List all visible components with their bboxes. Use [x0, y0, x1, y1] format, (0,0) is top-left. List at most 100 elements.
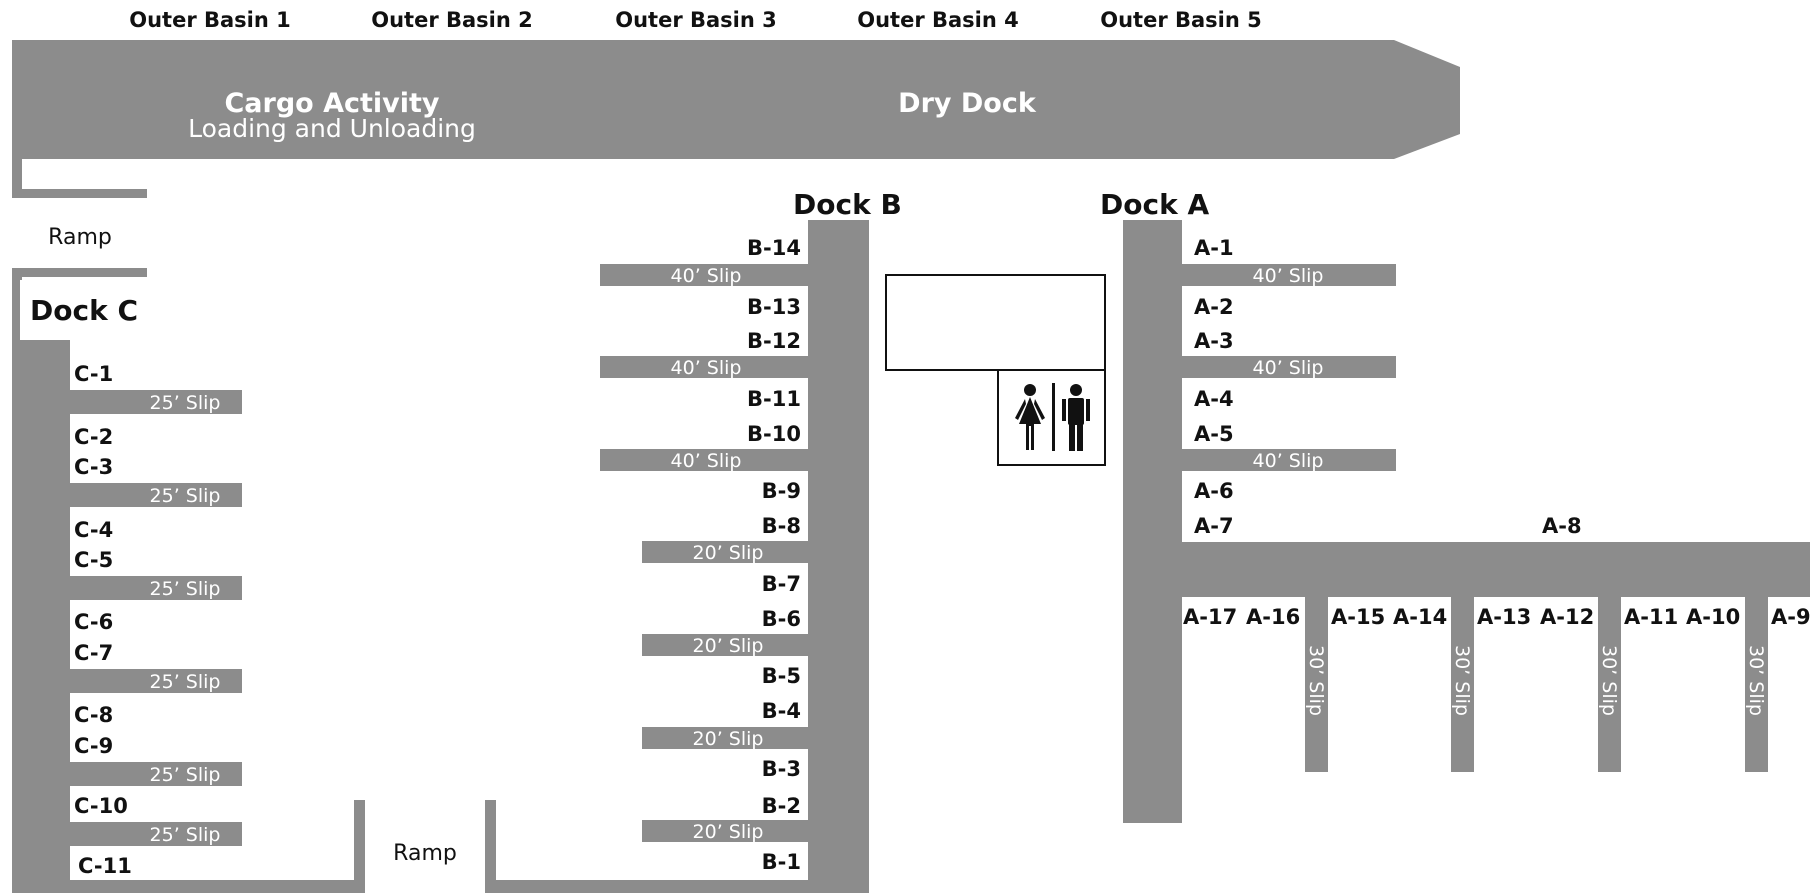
slip-number: B-14	[747, 236, 801, 260]
slip-number: C-5	[74, 548, 113, 572]
dry-dock-label: Dry Dock	[898, 88, 1037, 119]
slip-number: C-11	[78, 854, 132, 878]
main-pier	[12, 40, 1460, 159]
slip-number: C-7	[74, 641, 113, 665]
slip-number: B-10	[747, 422, 801, 446]
slip-number: C-1	[74, 362, 113, 386]
finger-label: 25’ Slip	[150, 485, 221, 507]
slip-number: A-13	[1477, 605, 1531, 629]
finger-slip	[70, 483, 242, 507]
slip-number: A-11	[1624, 605, 1678, 629]
dock-b-main	[808, 220, 869, 893]
finger-slip	[70, 822, 242, 846]
finger-slip	[70, 669, 242, 693]
finger-label: 40’ Slip	[671, 450, 742, 472]
slip-number: B-11	[747, 387, 801, 411]
basin-label: Outer Basin 4	[857, 8, 1019, 32]
finger-label: 25’ Slip	[150, 671, 221, 693]
finger-slip	[70, 762, 242, 786]
finger-label: 40’ Slip	[1253, 357, 1324, 379]
slip-number: A-1	[1194, 236, 1234, 260]
dock-c-walkway	[12, 268, 147, 277]
slip-number: A-2	[1194, 295, 1234, 319]
finger-slip	[600, 449, 808, 471]
slip-number: C-4	[74, 518, 113, 542]
slip-number: A-10	[1686, 605, 1740, 629]
basin-label: Outer Basin 1	[129, 8, 291, 32]
dock-c-fingers: 25’ Slip 25’ Slip 25’ Slip 25’ Slip 25’ …	[70, 390, 242, 846]
finger-label: 20’ Slip	[693, 821, 764, 843]
pier-connector	[12, 159, 22, 197]
slip-number: B-1	[762, 850, 801, 874]
building-outline	[885, 274, 1106, 371]
slip-number: A-17	[1183, 605, 1237, 629]
dock-c-walkway	[12, 268, 22, 893]
slip-number: A-3	[1194, 329, 1234, 353]
finger-slip	[642, 541, 808, 563]
finger-label: 25’ Slip	[150, 578, 221, 600]
dock-b-fingers: 40’ Slip 40’ Slip 40’ Slip 20’ Slip 20’ …	[600, 264, 808, 843]
dock-a-vertical-fingers: 30’ Slip 30’ Slip 30’ Slip 30’ Slip	[1305, 597, 1768, 772]
finger-slip	[642, 634, 808, 656]
slip-number: C-10	[74, 794, 128, 818]
slip-number: C-3	[74, 455, 113, 479]
finger-slip	[642, 820, 808, 842]
finger-label: 40’ Slip	[1253, 450, 1324, 472]
dock-b-walkway	[485, 880, 808, 893]
finger-slip	[70, 576, 242, 600]
slip-number: B-3	[762, 757, 801, 781]
finger-label: 25’ Slip	[150, 764, 221, 786]
finger-label: 25’ Slip	[150, 824, 221, 846]
finger-slip	[1182, 449, 1396, 471]
ramp-label: Ramp	[48, 225, 112, 250]
pier-connector	[12, 189, 147, 198]
dock-a-fingers: 40’ Slip 40’ Slip 40’ Slip	[1182, 264, 1396, 472]
finger-label: 30’ Slip	[1305, 645, 1327, 716]
finger-slip	[1598, 597, 1621, 772]
slip-number: A-9	[1771, 605, 1810, 629]
slip-number: B-9	[762, 479, 801, 503]
slip-number: A-16	[1246, 605, 1300, 629]
slip-number: C-2	[74, 425, 113, 449]
dock-b-slip-numbers: B-14 B-13 B-12 B-11 B-10 B-9 B-8 B-7 B-6…	[747, 236, 801, 874]
dock-a-cross-walkway	[1182, 542, 1810, 597]
slip-number: A-14	[1393, 605, 1447, 629]
finger-label: 40’ Slip	[671, 265, 742, 287]
dock-b-walkway	[485, 800, 496, 893]
finger-label: 20’ Slip	[693, 728, 764, 750]
dock-a-slip-numbers: A-1 A-2 A-3 A-4 A-5 A-6 A-7 A-8 A-9 A-10…	[1183, 236, 1810, 629]
slip-number: A-12	[1540, 605, 1594, 629]
finger-label: 30’ Slip	[1598, 645, 1620, 716]
dock-c-title-bg	[20, 280, 150, 340]
finger-slip	[70, 390, 242, 414]
dock-c-slip-numbers: C-1 C-2 C-3 C-4 C-5 C-6 C-7 C-8 C-9 C-10…	[74, 362, 132, 878]
slip-number: B-2	[762, 794, 801, 818]
slip-number: B-13	[747, 295, 801, 319]
slip-number: B-12	[747, 329, 801, 353]
finger-label: 40’ Slip	[671, 357, 742, 379]
finger-label: 30’ Slip	[1745, 645, 1767, 716]
finger-label: 20’ Slip	[693, 635, 764, 657]
slip-number: A-8	[1542, 514, 1582, 538]
slip-number: C-8	[74, 703, 113, 727]
dock-c-main	[20, 340, 70, 893]
finger-label: 30’ Slip	[1451, 645, 1473, 716]
finger-slip	[1182, 264, 1396, 286]
dock-a-title: Dock A	[1100, 188, 1209, 221]
finger-label: 25’ Slip	[150, 392, 221, 414]
slip-number: B-7	[762, 572, 801, 596]
dock-c-bottom	[20, 880, 365, 893]
basin-label: Outer Basin 2	[371, 8, 533, 32]
restroom-icon	[1015, 383, 1090, 451]
finger-slip	[600, 264, 808, 286]
cargo-activity-title: Cargo Activity	[224, 88, 439, 119]
slip-number: A-5	[1194, 422, 1234, 446]
slip-number: A-6	[1194, 479, 1234, 503]
basin-label: Outer Basin 5	[1100, 8, 1262, 32]
finger-label: 20’ Slip	[693, 542, 764, 564]
slip-number: B-6	[762, 607, 801, 631]
slip-number: A-15	[1331, 605, 1385, 629]
basin-label: Outer Basin 3	[615, 8, 777, 32]
slip-number: A-4	[1194, 387, 1234, 411]
finger-slip	[1182, 356, 1396, 378]
